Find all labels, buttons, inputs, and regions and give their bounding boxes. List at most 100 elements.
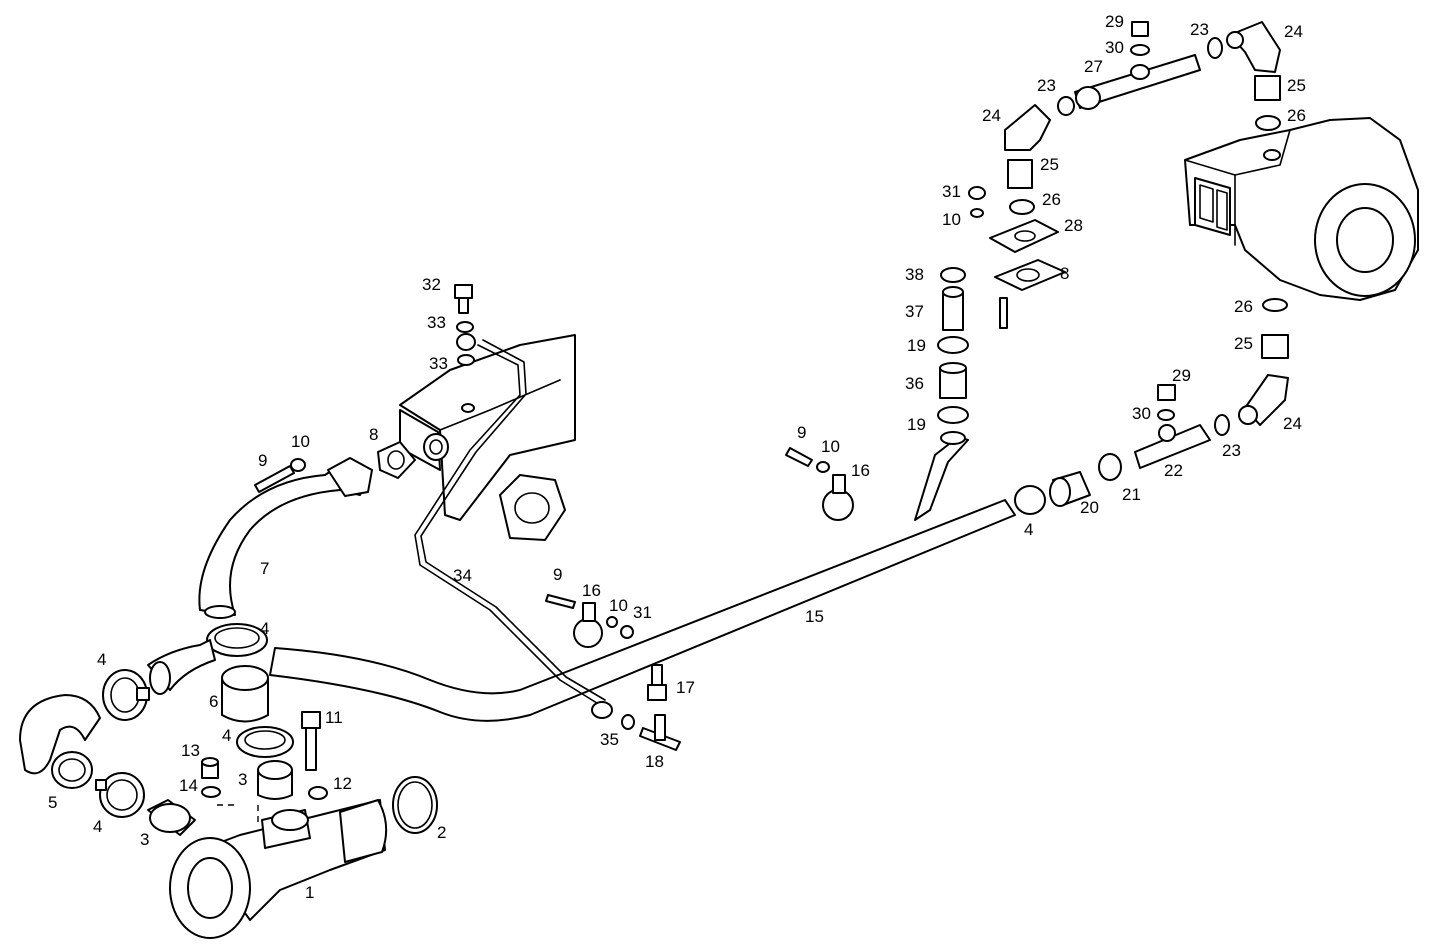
label-10: 10 [942, 210, 961, 229]
line-34 [414, 339, 606, 706]
washer-33a [456, 321, 474, 333]
label-19: 19 [907, 336, 926, 355]
label-19: 19 [907, 415, 926, 434]
label-4: 4 [222, 726, 231, 745]
elbow-24b [1004, 104, 1051, 151]
label-23: 23 [1037, 76, 1056, 95]
label-20: 20 [1080, 498, 1099, 517]
engine-block [399, 334, 576, 541]
label-3: 3 [238, 770, 247, 789]
adapter-37 [942, 286, 964, 331]
plug-29a [1131, 21, 1149, 37]
label-12: 12 [333, 774, 352, 793]
bolt-9a [254, 465, 295, 493]
label-14: 14 [179, 776, 198, 795]
bolt-32 [454, 284, 473, 314]
fitting-27 [1074, 54, 1201, 110]
fitting-22 [1134, 424, 1211, 469]
main-pipe-15 [269, 431, 1016, 722]
clamp-4a [206, 623, 268, 657]
nipple-3a [147, 799, 196, 836]
ring-23b [1057, 96, 1075, 116]
label-4: 4 [97, 650, 106, 669]
ring-19a [937, 336, 969, 354]
stud [999, 297, 1008, 329]
sleeve-6 [221, 665, 269, 723]
washer-10d [970, 208, 984, 218]
nut-31a [620, 625, 634, 639]
label-18: 18 [645, 752, 664, 771]
washer-33b [457, 354, 475, 366]
label-9: 9 [553, 565, 562, 584]
gasket-8-left [377, 441, 416, 479]
hose-5 [19, 694, 101, 789]
label-16: 16 [582, 581, 601, 600]
label-25: 25 [1234, 334, 1253, 353]
union-25c [1261, 334, 1289, 359]
clamp-4b [102, 669, 150, 721]
label-10: 10 [821, 437, 840, 456]
fitting-35 [591, 701, 613, 719]
label-33: 33 [427, 313, 446, 332]
label-13: 13 [181, 741, 200, 760]
label-24: 24 [1283, 414, 1302, 433]
label-9: 9 [797, 423, 806, 442]
label-25: 25 [1287, 76, 1306, 95]
label-24: 24 [1284, 22, 1303, 41]
ring-19b [937, 406, 969, 424]
label-38: 38 [905, 265, 924, 284]
label-4: 4 [93, 817, 102, 836]
label-33: 33 [429, 354, 448, 373]
o-ring-2 [392, 776, 438, 834]
nipple-17 [647, 664, 667, 701]
label-27: 27 [1084, 57, 1103, 76]
label-31: 31 [633, 603, 652, 622]
clamp-16b [822, 474, 854, 521]
washer-10a [290, 458, 306, 472]
label-30: 30 [1132, 404, 1151, 423]
label-34: 34 [453, 566, 472, 585]
washer-26c [1262, 298, 1288, 312]
label-3: 3 [140, 830, 149, 849]
label-30: 30 [1105, 38, 1124, 57]
label-26: 26 [1287, 106, 1306, 125]
label-4: 4 [260, 619, 269, 638]
label-36: 36 [905, 374, 924, 393]
label-28: 28 [1064, 216, 1083, 235]
label-17: 17 [676, 678, 695, 697]
label-26: 26 [1042, 190, 1061, 209]
banjo-fitting [456, 333, 476, 351]
sleeve-36 [939, 362, 967, 399]
label-24: 24 [982, 106, 1001, 125]
washer-14 [201, 786, 221, 798]
ring-21 [1098, 453, 1122, 481]
label-35: 35 [600, 730, 619, 749]
clamp-4c [95, 772, 145, 818]
label-26: 26 [1234, 297, 1253, 316]
bolt-9c [785, 447, 813, 467]
label-5: 5 [48, 793, 57, 812]
gasket-8-right [994, 259, 1066, 291]
elbow-24c [1238, 374, 1289, 426]
label-16: 16 [851, 461, 870, 480]
bolt-11 [301, 711, 321, 771]
washer-10c [816, 461, 830, 473]
washer-26a [1255, 115, 1281, 131]
clamp-4d [236, 726, 294, 758]
label-11: 11 [325, 708, 343, 727]
label-2: 2 [437, 823, 446, 842]
label-1: 1 [305, 883, 314, 902]
label-25: 25 [1040, 155, 1059, 174]
bolt-9b [545, 594, 576, 609]
washer-30b [1157, 409, 1175, 421]
label-15: 15 [805, 607, 824, 626]
plug-13 [201, 757, 219, 779]
label-32: 32 [422, 275, 441, 294]
washer-38 [940, 267, 966, 283]
plug-29b [1157, 384, 1176, 401]
pump-housing-1 [169, 799, 388, 939]
tee-18 [639, 714, 681, 751]
label-22: 22 [1164, 461, 1183, 480]
label-21: 21 [1122, 485, 1141, 504]
